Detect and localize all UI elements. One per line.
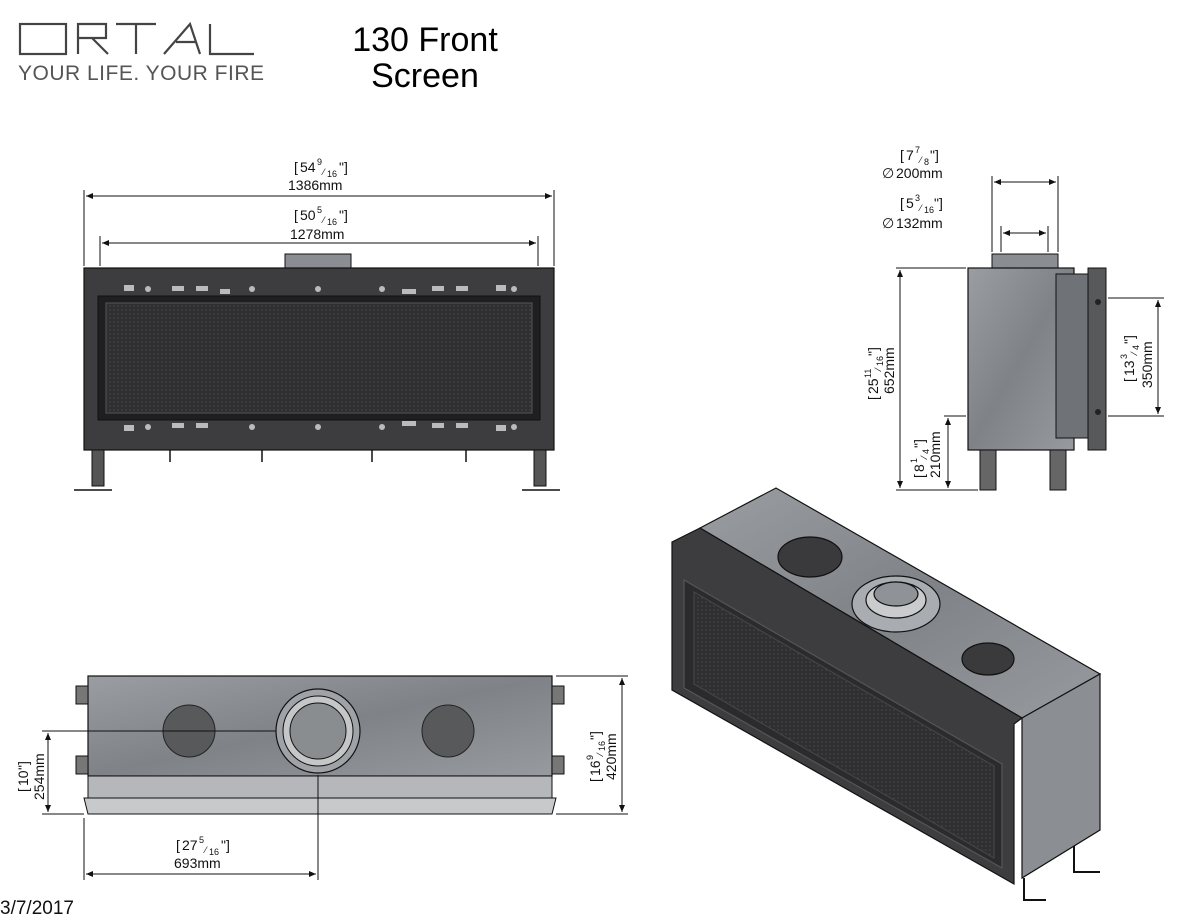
front-view (74, 190, 560, 491)
svg-text:[: [ (587, 778, 603, 782)
svg-text:16: 16 (327, 169, 337, 179)
svg-text:7: 7 (915, 145, 920, 155)
svg-text:210mm: 210mm (927, 431, 943, 478)
svg-text:⁄: ⁄ (1129, 351, 1139, 356)
dim-depth: [ 16 9 ⁄ 16 "] 420mm (585, 731, 619, 782)
svg-text:⁄: ⁄ (321, 215, 326, 225)
dim-flue-offset: [ 10 "] 254mm (15, 753, 47, 800)
dim-flue-center: [ 27 5 ⁄ 16 "] 693mm (174, 835, 230, 871)
svg-text:16: 16 (209, 847, 219, 857)
svg-text:"]: "] (911, 439, 927, 448)
svg-text:693mm: 693mm (174, 855, 221, 871)
dim-overall-width: [ 54 9 ⁄ 16 "] 1386mm (288, 157, 348, 193)
side-view (896, 176, 1164, 491)
svg-text:⁄: ⁄ (918, 155, 923, 165)
page-title: 130 Front Screen (330, 22, 520, 94)
svg-text:13: 13 (1121, 360, 1137, 376)
dim-outer-flue: [ 7 7 ⁄ 8 "] ∅ 200mm (882, 145, 943, 181)
svg-text:652mm: 652mm (881, 347, 897, 394)
dim-glass-width: [ 50 5 ⁄ 16 "] 1278mm (290, 205, 348, 242)
svg-text:1386mm: 1386mm (288, 177, 342, 193)
svg-text:9: 9 (585, 755, 595, 760)
svg-text:∅: ∅ (882, 215, 894, 231)
svg-text:3: 3 (915, 193, 920, 203)
svg-text:⁄: ⁄ (321, 167, 326, 177)
svg-text:7: 7 (906, 147, 914, 163)
svg-text:1278mm: 1278mm (290, 226, 344, 242)
svg-text:"]: "] (15, 761, 31, 770)
svg-text:"]: "] (865, 347, 881, 356)
svg-text:[: [ (15, 788, 31, 792)
svg-text:16: 16 (875, 356, 885, 366)
svg-text:3: 3 (1119, 354, 1129, 359)
svg-text:"]: "] (930, 147, 939, 163)
dim-inner-flue: [ 5 3 ⁄ 16 "] ∅ 132mm (882, 193, 943, 231)
svg-text:"]: "] (339, 207, 348, 223)
svg-text:11: 11 (863, 369, 873, 378)
svg-text:⁄: ⁄ (918, 203, 923, 213)
dim-total-height: [ 25 11 ⁄ 16 "] 652mm (863, 347, 897, 400)
svg-text:[: [ (865, 396, 881, 400)
svg-text:25: 25 (865, 378, 881, 394)
svg-text:"]: "] (221, 837, 230, 853)
svg-text:132mm: 132mm (896, 215, 943, 231)
svg-text:350mm: 350mm (1139, 341, 1155, 388)
svg-text:4: 4 (921, 449, 931, 454)
svg-text:[: [ (1121, 378, 1137, 382)
svg-text:5: 5 (199, 835, 204, 845)
svg-text:200mm: 200mm (896, 165, 943, 181)
svg-text:254mm: 254mm (31, 753, 47, 800)
svg-text:[: [ (900, 147, 904, 163)
svg-text:50: 50 (300, 207, 316, 223)
title-line-1: 130 Front (352, 21, 498, 59)
svg-text:"]: "] (339, 159, 348, 175)
svg-text:[: [ (294, 159, 298, 175)
svg-text:[: [ (900, 195, 904, 211)
svg-text:⁄: ⁄ (873, 367, 883, 372)
svg-text:⁄: ⁄ (919, 455, 929, 460)
dim-glass-height: [ 13 3 ⁄ 4 "] 350mm (1119, 335, 1155, 388)
svg-text:⁄: ⁄ (595, 752, 605, 757)
top-view (42, 675, 628, 880)
svg-text:[: [ (911, 474, 927, 478)
svg-text:"]: "] (587, 731, 603, 740)
svg-text:"]: "] (1121, 335, 1137, 344)
brand-logo (18, 21, 254, 56)
dim-base-height: [ 8 1 ⁄ 4 "] 210mm (909, 431, 943, 478)
svg-text:9: 9 (317, 157, 322, 167)
svg-text:[: [ (294, 207, 298, 223)
svg-text:16: 16 (924, 205, 934, 215)
svg-text:[: [ (176, 837, 180, 853)
svg-text:16: 16 (587, 760, 603, 776)
svg-text:4: 4 (1131, 345, 1141, 350)
svg-text:5: 5 (317, 205, 322, 215)
svg-text:⁄: ⁄ (203, 845, 208, 855)
svg-text:"]: "] (934, 195, 943, 211)
svg-text:5: 5 (906, 195, 914, 211)
svg-text:420mm: 420mm (603, 733, 619, 780)
title-line-2: Screen (371, 57, 479, 95)
svg-text:16: 16 (327, 217, 337, 227)
isometric-view (671, 487, 1102, 901)
svg-text:54: 54 (300, 159, 316, 175)
svg-text:∅: ∅ (882, 165, 894, 181)
brand-tagline: YOUR LIFE. YOUR FIRE (18, 62, 265, 85)
svg-text:8: 8 (924, 157, 929, 167)
svg-text:8: 8 (911, 464, 927, 472)
svg-text:1: 1 (909, 458, 919, 463)
svg-text:10: 10 (15, 770, 31, 786)
svg-text:16: 16 (597, 741, 607, 751)
drawing-date: 3/7/2017 (0, 898, 74, 919)
svg-text:27: 27 (182, 837, 198, 853)
